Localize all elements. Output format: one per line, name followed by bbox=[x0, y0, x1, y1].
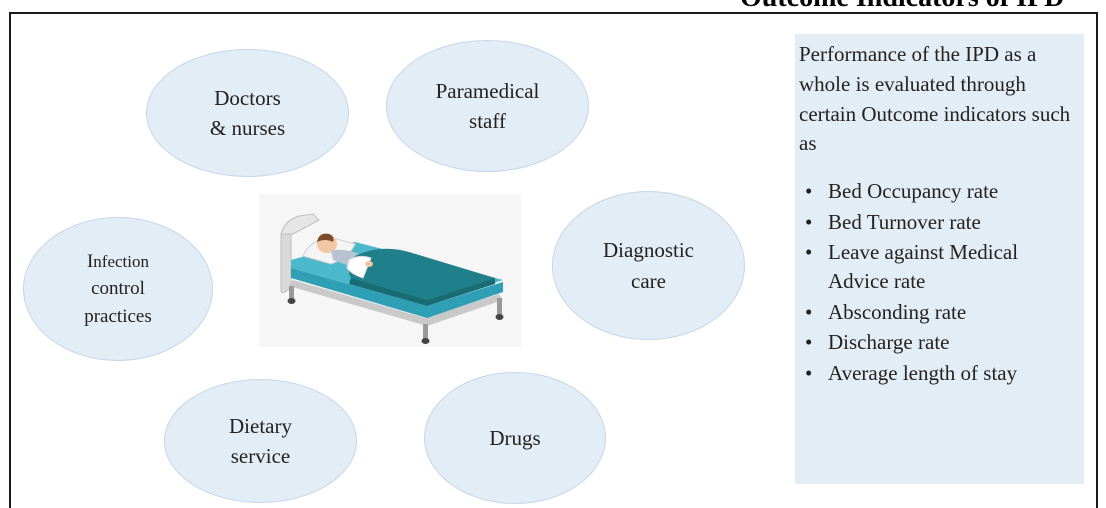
indicator-label: Average length of stay bbox=[828, 360, 1018, 385]
node-doctors-label: Doctors & nurses bbox=[209, 85, 286, 140]
node-dietary-service: Dietary service bbox=[164, 379, 357, 503]
indicator-label: Absconding rate bbox=[828, 299, 967, 324]
bullet-icon: • bbox=[805, 209, 813, 234]
indicator-item: • Absconding rate bbox=[799, 298, 1076, 327]
indicator-label: Bed Turnover rate bbox=[828, 209, 981, 234]
indicator-item: • Leave against Medical Advice rate bbox=[799, 238, 1076, 297]
indicator-label: Leave against Medical Advice rate bbox=[828, 240, 1019, 294]
indicator-label: Bed Occupancy rate bbox=[828, 179, 999, 204]
node-infection-first-letter: I bbox=[86, 250, 94, 272]
indicator-item: • Bed Occupancy rate bbox=[799, 177, 1076, 206]
node-infection-tail: control practices bbox=[84, 278, 152, 327]
bullet-icon: • bbox=[805, 299, 813, 324]
node-infection-rest: nfection bbox=[93, 251, 149, 271]
node-diagnostic-care: Diagnostic care bbox=[552, 191, 745, 340]
indicator-item: • Discharge rate bbox=[799, 328, 1076, 357]
node-infection-control: Infection control practices bbox=[23, 217, 213, 361]
indicator-list: • Bed Occupancy rate • Bed Turnover rate •… bbox=[799, 177, 1076, 388]
node-paramedical-label: Paramedical staff bbox=[435, 78, 540, 133]
frame-left-border bbox=[9, 12, 11, 508]
outcome-indicators-panel: Performance of the IPD as a whole is eva… bbox=[795, 34, 1084, 484]
bed-illustration bbox=[280, 213, 504, 344]
node-diagnostic-label: Diagnostic care bbox=[603, 238, 694, 293]
indicator-item: • Bed Turnover rate bbox=[799, 208, 1076, 237]
cut-off-title: Outcome Indicators of IPD bbox=[740, 0, 1064, 14]
bullet-icon: • bbox=[805, 179, 813, 204]
node-infection-label: Infection control practices bbox=[84, 248, 152, 331]
node-drugs-label: Drugs bbox=[489, 425, 541, 450]
node-drugs: Drugs bbox=[424, 372, 606, 504]
hospital-bed-patient-icon bbox=[259, 194, 521, 347]
node-doctors-nurses: Doctors & nurses bbox=[146, 49, 349, 177]
panel-intro-text: Performance of the IPD as a whole is eva… bbox=[799, 42, 1071, 156]
frame-right-border bbox=[1096, 12, 1098, 508]
node-dietary-label: Dietary service bbox=[229, 413, 292, 468]
node-paramedical-staff: Paramedical staff bbox=[386, 40, 589, 172]
indicator-label: Discharge rate bbox=[828, 330, 950, 355]
bullet-icon: • bbox=[805, 240, 813, 265]
indicator-item: • Average length of stay bbox=[799, 359, 1076, 388]
frame-top-border bbox=[9, 12, 1098, 14]
bullet-icon: • bbox=[805, 360, 813, 385]
bullet-icon: • bbox=[805, 330, 813, 355]
